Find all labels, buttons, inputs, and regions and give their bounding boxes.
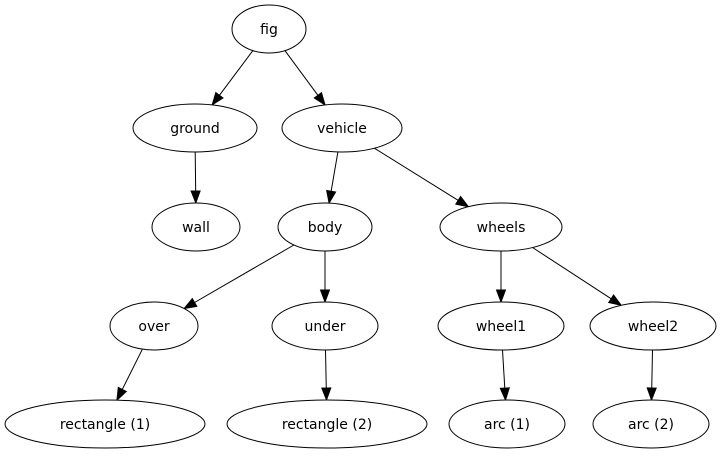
node-wheel2: wheel2 [589,301,717,351]
arrowhead-wheels-to-wheel1 [495,289,507,304]
node-fig: fig [231,4,307,54]
edge-body-to-over [192,244,295,304]
arrowhead-fig-to-vehicle [313,91,326,107]
node-label-wall: wall [182,220,210,236]
edge-vehicle-to-wheels [374,147,461,202]
node-ellipse-over [109,301,199,351]
edge-over-to-rectangle1 [120,348,143,392]
arrowhead-wheel2-to-arc2 [646,387,657,402]
node-ellipse-rectangle1 [4,399,206,449]
node-label-arc2: arc (2) [628,417,674,433]
arrowhead-ground-to-wall [190,190,201,205]
node-rectangle1: rectangle (1) [4,399,206,449]
arrowhead-body-to-under [319,289,331,304]
node-label-rectangle2: rectangle (2) [282,417,372,433]
node-ellipse-under [271,301,379,351]
arrowhead-wheels-to-wheel2 [607,294,623,307]
node-label-wheel1: wheel1 [476,319,526,335]
node-label-ground: ground [170,121,220,137]
arrowhead-fig-to-ground [211,91,224,107]
node-ellipse-ground [132,103,258,153]
node-ellipse-vehicle [281,103,403,153]
node-label-over: over [138,319,169,335]
edge-wheel1-to-arc1 [502,349,506,391]
node-label-wheels: wheels [477,220,526,236]
node-ellipse-body [277,202,373,252]
node-label-wheel2: wheel2 [628,319,678,335]
arrowhead-body-to-over [182,297,198,310]
arrowhead-vehicle-to-body [326,189,337,205]
edge-under-to-rectangle2 [325,349,327,391]
arrowhead-wheel1-to-arc1 [499,387,510,402]
edge-fig-to-ground [217,50,254,98]
node-ellipse-wall [151,202,241,252]
edge-wheels-to-wheel2 [532,247,614,301]
node-ellipse-arc1 [448,399,566,449]
node-arc2: arc (2) [592,399,710,449]
node-wheel1: wheel1 [437,301,565,351]
node-wall: wall [151,202,241,252]
node-ellipse-wheel2 [589,301,717,351]
node-under: under [271,301,379,351]
node-ellipse-arc2 [592,399,710,449]
node-label-rectangle1: rectangle (1) [60,417,150,433]
node-ellipse-wheel1 [437,301,565,351]
node-ellipse-fig [231,4,307,54]
node-ellipse-wheels [439,202,563,252]
node-rectangle2: rectangle (2) [226,399,428,449]
edge-ground-to-wall [194,151,197,194]
node-over: over [109,301,199,351]
edge-vehicle-to-body [330,151,339,194]
node-label-under: under [304,319,345,335]
node-label-body: body [308,220,343,236]
node-label-arc1: arc (1) [484,417,530,433]
edge-fig-to-vehicle [284,50,320,98]
node-arc1: arc (1) [448,399,566,449]
edge-wheel2-to-arc2 [651,349,653,391]
arrowhead-over-to-rectangle1 [116,386,128,402]
node-wheels: wheels [439,202,563,252]
node-vehicle: vehicle [281,103,403,153]
node-body: body [277,202,373,252]
arrowhead-under-to-rectangle2 [321,387,332,402]
node-ellipse-rectangle2 [226,399,428,449]
arrowhead-vehicle-to-wheels [454,195,470,208]
node-label-vehicle: vehicle [317,121,367,137]
node-ground: ground [132,103,258,153]
node-label-fig: fig [260,22,278,38]
